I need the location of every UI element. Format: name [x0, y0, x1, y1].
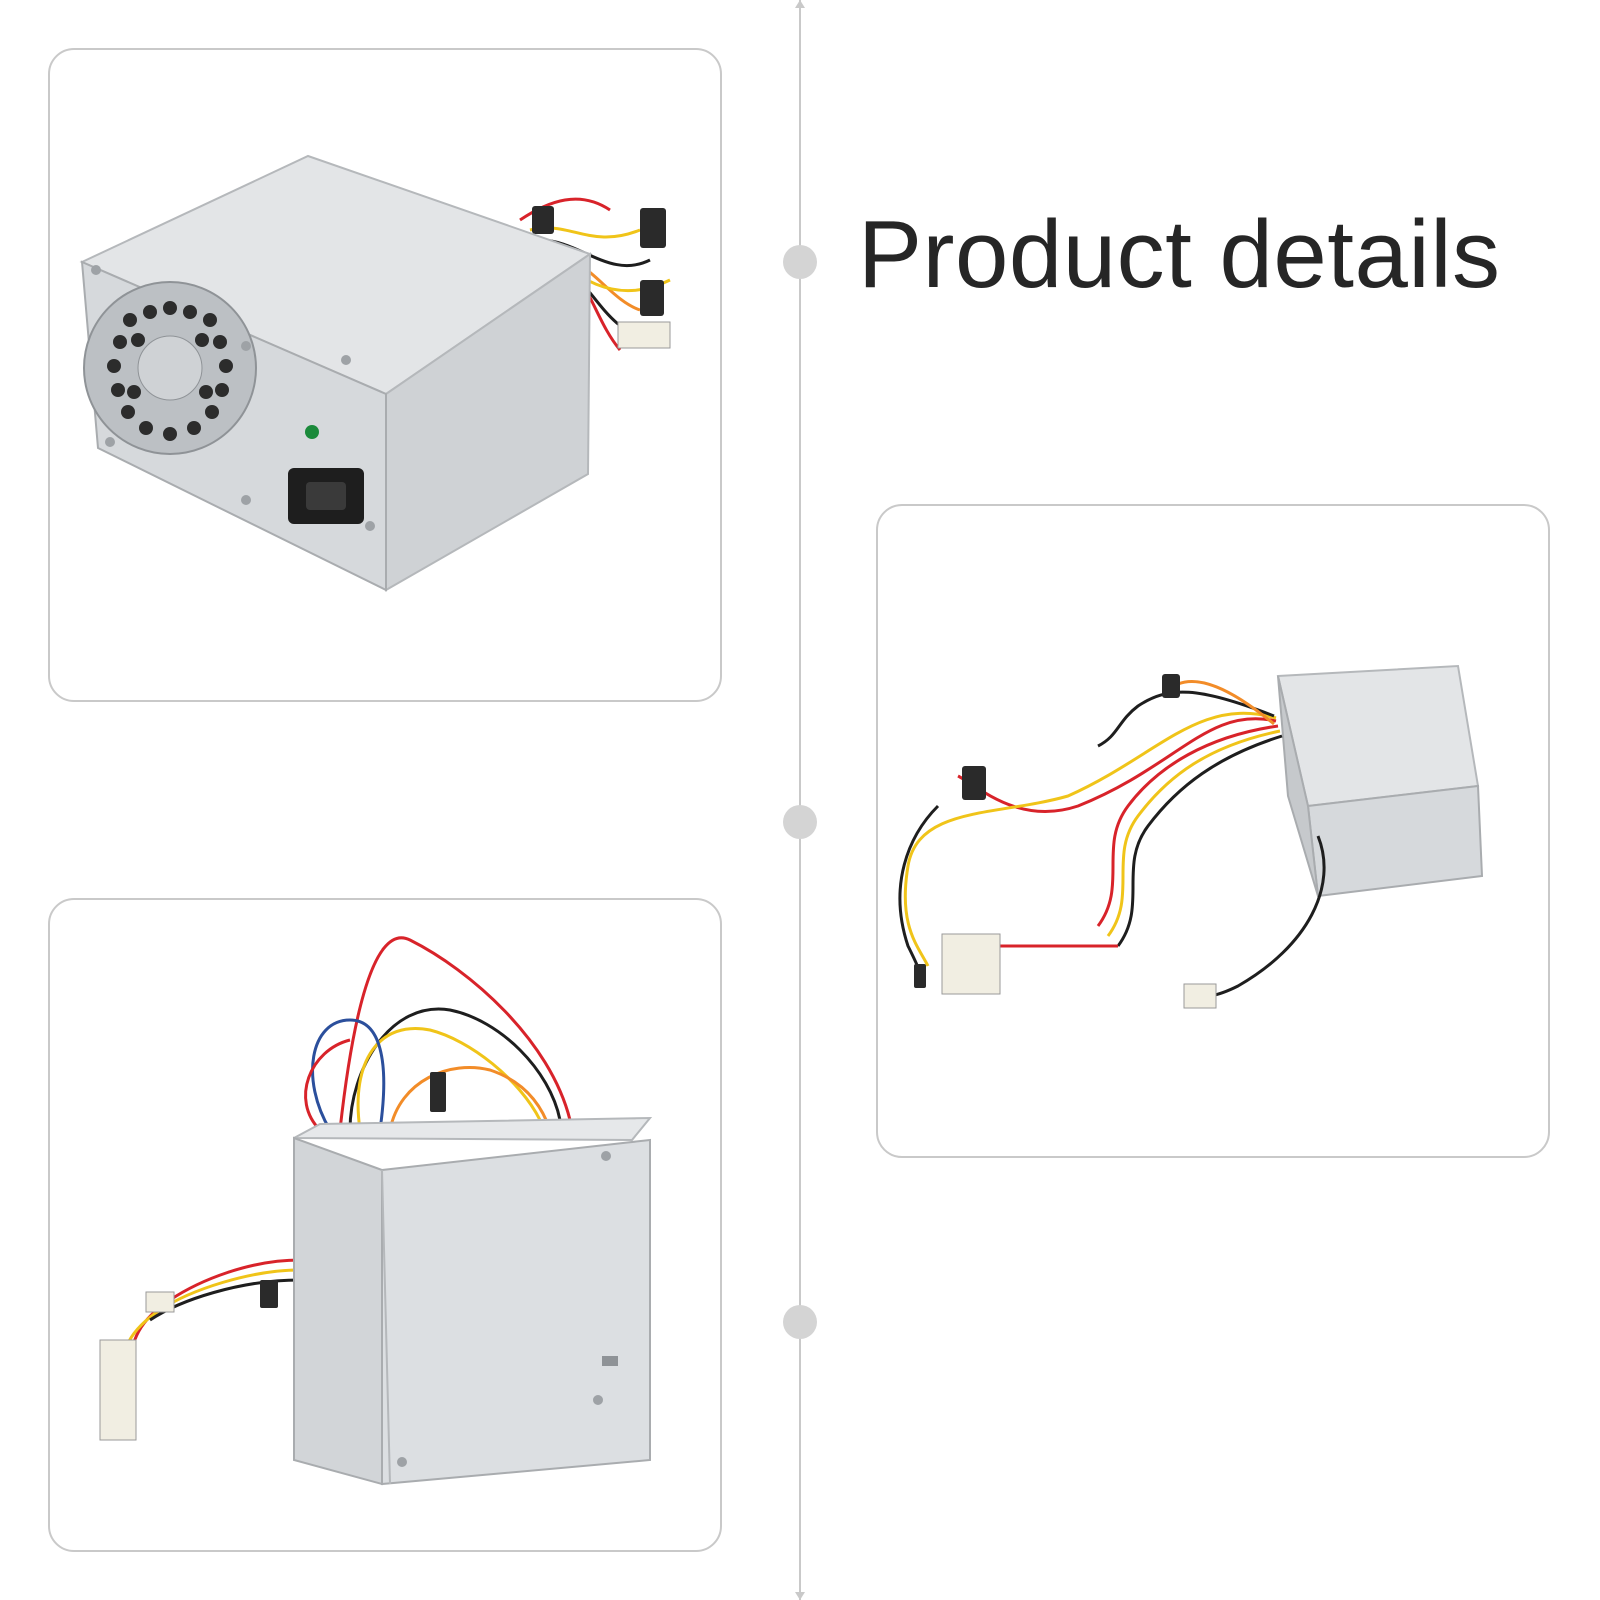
timeline-dot	[783, 245, 817, 279]
atx-24pin-connector	[941, 933, 1001, 995]
connector	[430, 1072, 446, 1112]
fan-hub	[137, 335, 203, 401]
ac-socket-inner	[306, 482, 346, 510]
fan-holes	[107, 301, 233, 441]
power-led	[305, 425, 319, 439]
molex-connector	[617, 321, 671, 349]
sata-connector	[1162, 674, 1180, 698]
psu-front-illustration	[79, 154, 671, 592]
timeline	[797, 0, 803, 1600]
page-title: Product details	[858, 201, 1501, 308]
timeline-arrow-top	[795, 0, 805, 8]
psu-front	[1306, 784, 1484, 898]
fan-connector	[914, 964, 926, 988]
sata-connector	[962, 766, 986, 800]
screws	[397, 1151, 611, 1467]
sata-connector	[260, 1280, 278, 1308]
case-tab	[602, 1356, 618, 1366]
screws	[91, 265, 375, 531]
psu-front	[381, 1138, 651, 1486]
sata-connector	[640, 208, 666, 248]
psu-side	[293, 1136, 383, 1486]
timeline-line	[799, 0, 801, 1600]
timeline-arrow-bottom	[795, 1592, 805, 1600]
psu-top-vent	[293, 1116, 653, 1142]
product-image-front	[48, 48, 722, 702]
atx-24pin-connector	[99, 1339, 137, 1441]
molex-connector	[145, 1291, 175, 1313]
psu-side	[1277, 675, 1319, 897]
timeline-dot	[783, 1305, 817, 1339]
aux-connector	[1183, 983, 1217, 1009]
product-image-side	[48, 898, 722, 1552]
sata-connector	[532, 206, 554, 234]
psu-top	[1276, 664, 1480, 808]
product-image-cables	[876, 504, 1550, 1158]
timeline-dot	[783, 805, 817, 839]
psu-cables-illustration	[898, 664, 1484, 1009]
sata-connector	[640, 280, 664, 316]
psu-side-illustration	[99, 936, 653, 1486]
case-edge	[381, 1169, 391, 1485]
